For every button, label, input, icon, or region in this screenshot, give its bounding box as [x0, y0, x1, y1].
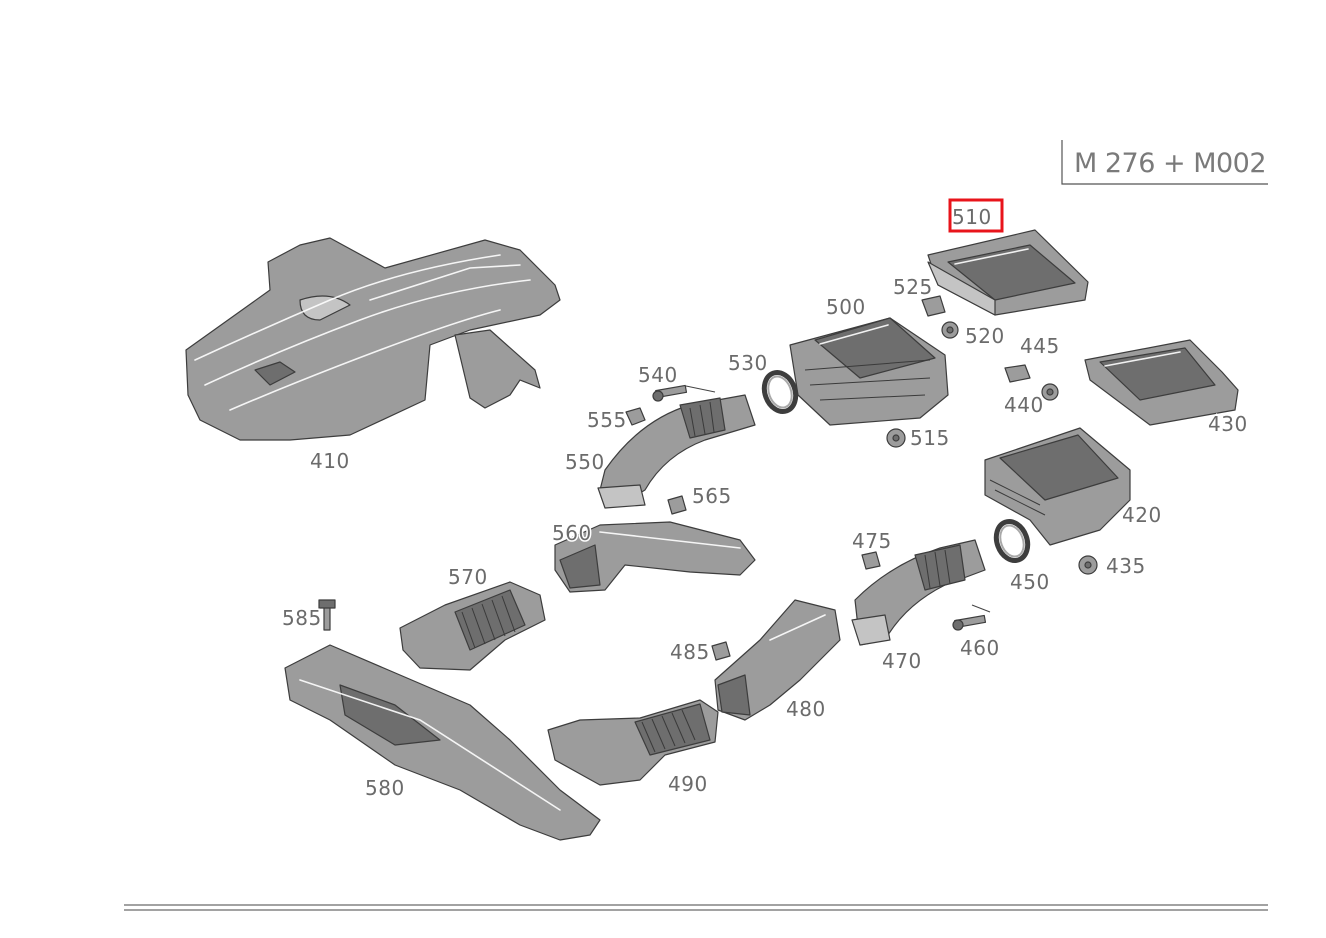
part-510-filter-element[interactable] [927, 229, 1089, 316]
part-540-bolt[interactable] [652, 384, 716, 402]
part-445-sensor[interactable] [1004, 364, 1031, 383]
highlight-box [948, 198, 1004, 233]
part-490-bellows-duct[interactable] [547, 699, 719, 786]
part-430-filter-element[interactable] [1084, 339, 1239, 426]
label-580[interactable]: 580 [364, 775, 406, 802]
label-440[interactable]: 440 [1003, 392, 1045, 419]
label-530[interactable]: 530 [727, 350, 769, 377]
part-450-seal-ring[interactable] [991, 517, 1033, 565]
part-475-clip[interactable] [861, 551, 881, 570]
label-510[interactable]: 510 [951, 204, 993, 231]
label-445[interactable]: 445 [1019, 333, 1061, 360]
part-550-intake-pipe[interactable] [597, 394, 756, 509]
label-470[interactable]: 470 [881, 648, 923, 675]
label-450[interactable]: 450 [1009, 569, 1051, 596]
label-585[interactable]: 585 [281, 605, 323, 632]
part-480-air-duct[interactable] [714, 599, 841, 721]
label-410[interactable]: 410 [309, 448, 351, 475]
part-460-bolt[interactable] [952, 604, 991, 631]
part-580-air-guide[interactable] [284, 644, 601, 841]
label-520[interactable]: 520 [964, 323, 1006, 350]
label-525[interactable]: 525 [892, 274, 934, 301]
part-515-grommet[interactable] [886, 428, 906, 448]
footer-rule [124, 904, 1268, 911]
label-475[interactable]: 475 [851, 528, 893, 555]
label-485[interactable]: 485 [669, 639, 711, 666]
part-420-filter-housing[interactable] [984, 427, 1131, 546]
engine-code-label: M 276 + M002 [1074, 148, 1266, 179]
part-485-clip[interactable] [711, 641, 731, 661]
label-430[interactable]: 430 [1207, 411, 1249, 438]
part-500-filter-housing[interactable] [789, 317, 949, 426]
label-555[interactable]: 555 [586, 407, 628, 434]
part-565-clip[interactable] [667, 495, 687, 515]
label-515[interactable]: 515 [909, 425, 951, 452]
part-585-screw[interactable] [318, 599, 336, 631]
part-520-grommet[interactable] [941, 321, 959, 339]
part-435-grommet[interactable] [1078, 555, 1098, 575]
part-570-bellows-duct[interactable] [399, 581, 546, 671]
part-530-seal-ring[interactable] [759, 368, 801, 416]
label-480[interactable]: 480 [785, 696, 827, 723]
engine-code-box: M 276 + M002 [1061, 140, 1268, 185]
label-490[interactable]: 490 [667, 771, 709, 798]
label-550[interactable]: 550 [564, 449, 606, 476]
label-570[interactable]: 570 [447, 564, 489, 591]
label-560[interactable]: 560 [551, 520, 593, 547]
part-555-clip[interactable] [625, 407, 646, 426]
label-460[interactable]: 460 [959, 635, 1001, 662]
part-440-grommet[interactable] [1041, 383, 1059, 401]
label-540[interactable]: 540 [637, 362, 679, 389]
label-565[interactable]: 565 [691, 483, 733, 510]
part-410-engine-cover[interactable] [185, 237, 561, 441]
part-525-sensor[interactable] [921, 295, 946, 317]
label-500[interactable]: 500 [825, 294, 867, 321]
part-470-intake-pipe[interactable] [851, 539, 986, 646]
part-560-air-duct[interactable] [554, 521, 756, 593]
label-435[interactable]: 435 [1105, 553, 1147, 580]
label-420[interactable]: 420 [1121, 502, 1163, 529]
